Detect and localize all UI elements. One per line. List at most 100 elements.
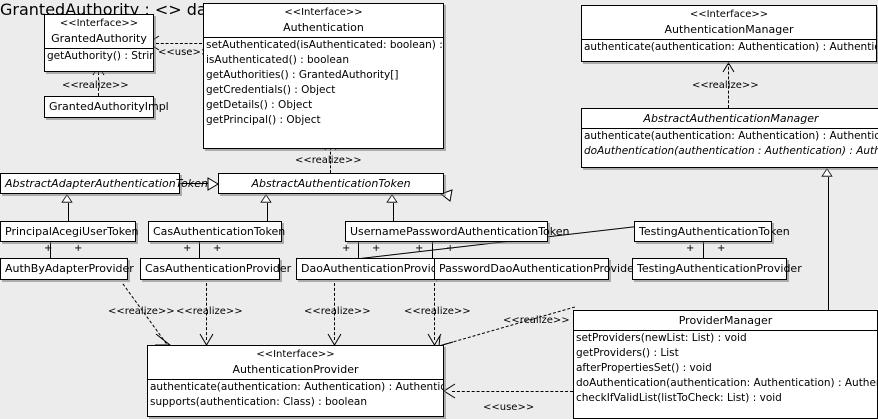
multiplicity-plus-principal-right: +: [74, 243, 83, 254]
divider-granted-authority: [45, 48, 153, 49]
operation-item: setAuthenticated(isAuthenticated: boolea…: [206, 39, 443, 51]
class-box-testing-authentication-provider[interactable]: TestingAuthenticationProvider: [632, 258, 802, 280]
class-box-granted-authority[interactable]: <<Interface>> GrantedAuthority getAuthor…: [44, 14, 154, 72]
class-box-testing-authentication-token[interactable]: TestingAuthenticationToken: [634, 221, 790, 242]
class-name-testing-authentication-token: TestingAuthenticationToken: [639, 225, 790, 238]
class-box-abstract-adapter-authentication-token[interactable]: AbstractAdapterAuthenticationToken: [0, 173, 208, 194]
operations-provider-manager: setProviders(newList: List) : void getPr…: [574, 331, 877, 406]
class-header-abstract-authentication-manager: AbstractAuthenticationManager: [582, 109, 878, 128]
label-use-authentication-grantedauthority: <<use>>: [158, 47, 210, 58]
label-realize-providermanager: <<realize>>: [503, 315, 570, 326]
class-name-dao-authentication-provider: DaoAuthenticationProvider: [301, 262, 449, 275]
multiplicity-plus-cas-right: +: [213, 243, 222, 254]
class-header-granted-authority: <<Interface>> GrantedAuthority: [45, 15, 153, 48]
class-header-cas-authentication-token: CasAuthenticationToken: [149, 222, 286, 241]
class-name-cas-authentication-provider: CasAuthenticationProvider: [145, 262, 292, 275]
realization-abstractauthenticationtoken-line: [330, 147, 331, 173]
operation-item: checkIfValidList(listToCheck: List) : vo…: [576, 392, 782, 404]
operations-granted-authority: getAuthority() : String: [45, 49, 153, 64]
operation-item: authenticate(authentication: Authenticat…: [150, 381, 443, 393]
class-name-testing-authentication-provider: TestingAuthenticationProvider: [637, 262, 802, 275]
multiplicity-plus-cas-left: +: [183, 243, 192, 254]
label-realize-passworddao: <<realize>>: [404, 306, 471, 317]
class-box-dao-authentication-provider[interactable]: DaoAuthenticationProvider: [296, 258, 449, 280]
generalization-providermanager-line: [828, 177, 829, 310]
class-name-authentication: Authentication: [283, 21, 364, 34]
divider-authentication-provider: [148, 379, 443, 380]
class-box-authentication-manager[interactable]: <<Interface>> AuthenticationManager auth…: [581, 5, 877, 62]
divider-provider-manager: [574, 330, 877, 331]
multiplicity-plus-passworddao-right: +: [446, 243, 455, 254]
triangle-up-abstractauthenticationmanager: [821, 168, 833, 177]
class-box-username-password-authentication-token[interactable]: UsernamePasswordAuthenticationToken: [345, 221, 570, 242]
operations-authentication-manager: authenticate(authentication: Authenticat…: [582, 40, 876, 55]
operation-item: getAuthorities() : GrantedAuthority[]: [206, 69, 399, 81]
divider-authentication-manager: [582, 39, 876, 40]
class-header-username-password-authentication-token: UsernamePasswordAuthenticationToken: [346, 222, 570, 241]
triangle-right-abstractauthenticationtoken: [207, 177, 219, 191]
association-cas-casprovider: [199, 241, 200, 258]
operations-abstract-authentication-manager: authenticate(authentication: Authenticat…: [582, 129, 878, 159]
class-header-testing-authentication-token: TestingAuthenticationToken: [635, 222, 790, 241]
class-box-abstract-authentication-token[interactable]: AbstractAuthenticationToken: [218, 173, 444, 194]
class-box-authentication[interactable]: <<Interface>> Authentication setAuthenti…: [203, 3, 444, 149]
divider-authentication: [204, 37, 443, 38]
generalization-abstractadapter-line: [180, 183, 212, 184]
realization-cas-line: [206, 283, 207, 340]
stereotype-interface-authentication-manager: <<Interface>>: [689, 9, 769, 20]
class-name-abstract-authentication-token: AbstractAuthenticationToken: [251, 177, 411, 190]
association-testingtoken-testingprovider: [703, 241, 704, 258]
class-header-abstract-authentication-token: AbstractAuthenticationToken: [219, 174, 443, 193]
class-name-authentication-manager: AuthenticationManager: [664, 23, 794, 36]
label-realize-dao: <<realize>>: [304, 306, 371, 317]
class-header-authentication: <<Interface>> Authentication: [204, 4, 443, 37]
class-name-cas-authentication-token: CasAuthenticationToken: [153, 225, 286, 238]
divider-abstract-authentication-manager: [582, 128, 878, 129]
class-header-authentication-provider: <<Interface>> AuthenticationProvider: [148, 346, 443, 379]
class-box-cas-authentication-token[interactable]: CasAuthenticationToken: [148, 221, 286, 242]
triangle-up-abstractauthenticationtoken-cas: [260, 194, 272, 203]
class-name-authentication-provider: AuthenticationProvider: [232, 363, 359, 376]
class-box-authentication-provider[interactable]: <<Interface>> AuthenticationProvider aut…: [147, 345, 444, 417]
class-box-granted-authority-impl[interactable]: GrantedAuthorityImpl: [44, 96, 169, 118]
class-header-auth-by-adapter-provider: AuthByAdapterProvider: [1, 259, 134, 278]
operation-item: doAuthentication(authentication: Authent…: [576, 377, 877, 389]
class-header-abstract-adapter-authentication-token: AbstractAdapterAuthenticationToken: [1, 174, 208, 193]
multiplicity-plus-testing-right: +: [717, 243, 726, 254]
arrow-open-up-authenticationmanager: [722, 62, 735, 73]
class-box-cas-authentication-provider[interactable]: CasAuthenticationProvider: [140, 258, 292, 280]
operation-item: getPrincipal() : Object: [206, 114, 321, 126]
stereotype-interface-authentication-provider: <<Interface>>: [256, 349, 335, 360]
operation-item: getAuthority() : String: [47, 50, 153, 62]
class-name-username-password-authentication-token: UsernamePasswordAuthenticationToken: [350, 225, 570, 238]
class-box-principal-acegi-user-token[interactable]: PrincipalAcegiUserToken: [0, 221, 138, 242]
label-realize-cas: <<realize>>: [176, 306, 243, 317]
operation-item: getDetails() : Object: [206, 99, 313, 111]
class-box-password-dao-authentication-provider[interactable]: PasswordDaoAuthenticationProvider: [434, 258, 638, 280]
triangle-left-abstractauthenticationtoken-testing: [440, 189, 453, 202]
generalization-principalacegiusertoken-line: [68, 203, 69, 221]
class-box-provider-manager[interactable]: ProviderManager setProviders(newList: Li…: [573, 310, 878, 419]
class-name-abstract-adapter-authentication-token: AbstractAdapterAuthenticationToken: [5, 177, 208, 190]
class-box-abstract-authentication-manager[interactable]: AbstractAuthenticationManager authentica…: [581, 108, 878, 168]
label-realize-grantedauthorityimpl: <<realize>>: [62, 80, 129, 91]
class-name-abstract-authentication-manager: AbstractAuthenticationManager: [643, 112, 819, 125]
class-header-principal-acegi-user-token: PrincipalAcegiUserToken: [1, 222, 138, 241]
class-box-auth-by-adapter-provider[interactable]: AuthByAdapterProvider: [0, 258, 134, 280]
class-header-cas-authentication-provider: CasAuthenticationProvider: [141, 259, 292, 278]
label-use-providermanager: <<use>>: [483, 402, 535, 413]
realization-abstractauthenticationmanager-line: [728, 62, 729, 108]
multiplicity-plus-upat-left: +: [342, 243, 351, 254]
dependency-providermanager-authenticationprovider: [452, 391, 573, 392]
realization-dao-line: [334, 283, 335, 340]
generalization-casauthenticationtoken-line: [267, 203, 268, 221]
multiplicity-plus-testing-left: +: [686, 243, 695, 254]
operation-item: setProviders(newList: List) : void: [576, 332, 747, 344]
operation-item: supports(authentication: Class) : boolea…: [150, 396, 367, 408]
class-header-provider-manager: ProviderManager: [574, 311, 877, 330]
stereotype-interface-granted-authority: <<Interface>>: [59, 18, 139, 29]
class-header-granted-authority-impl: GrantedAuthorityImpl: [45, 97, 169, 116]
multiplicity-plus-passworddao-left: +: [415, 243, 424, 254]
label-realize-authbyadapter: <<realize>>: [108, 306, 175, 317]
